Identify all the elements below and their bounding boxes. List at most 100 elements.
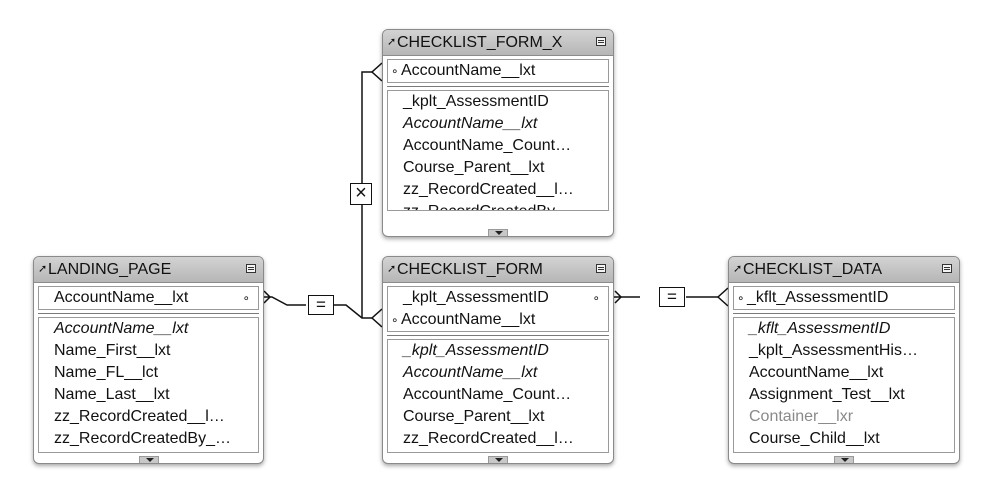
field-row[interactable]: Name_Last__lxt xyxy=(39,384,258,406)
table-title: CHECKLIST_FORM_X xyxy=(397,34,563,51)
scroll-down-icon[interactable] xyxy=(488,229,508,236)
field-row[interactable]: AccountName__lxt xyxy=(388,362,608,384)
key-dot-icon: ∘ xyxy=(391,313,399,327)
field-label: AccountName__lxt xyxy=(749,364,884,381)
field-row[interactable]: Course_Parent__lxt xyxy=(388,157,608,179)
rel-chevron-form xyxy=(614,290,623,304)
key-field-row[interactable]: _kplt_AssessmentID ∘ xyxy=(388,287,608,309)
crowfoot-form xyxy=(370,308,383,328)
key-field-row[interactable]: ∘_kflt_AssessmentID xyxy=(734,287,954,309)
field-row[interactable]: AccountName__lxt xyxy=(39,318,258,340)
relationship-equal-landing-form[interactable]: = xyxy=(308,295,334,315)
field-row[interactable]: AccountName_Count… xyxy=(388,384,608,406)
field-label: AccountName__lxt xyxy=(403,364,538,381)
field-row[interactable]: zz_RecordCreatedBy_… xyxy=(39,428,258,450)
field-row[interactable]: _kplt_AssessmentHis… xyxy=(734,340,954,362)
field-label: AccountName_Count… xyxy=(403,137,572,154)
field-row[interactable]: Name_First__lxt xyxy=(39,340,258,362)
table-occurrence-landing-page[interactable]: ➚ LANDING_PAGE AccountName__lxt ∘ Account… xyxy=(33,256,264,464)
field-list: _kplt_AssessmentID AccountName__lxt Acco… xyxy=(387,90,609,211)
arrow-icon[interactable]: ➚ xyxy=(387,36,397,48)
field-row[interactable]: _kplt_AssessmentID xyxy=(388,91,608,113)
field-list: _kflt_AssessmentID _kplt_AssessmentHis… … xyxy=(733,317,955,453)
field-row[interactable]: zz_RecordCreated__l… xyxy=(388,428,608,450)
field-row[interactable]: AccountName__lxt xyxy=(388,113,608,135)
table-occurrence-checklist-form[interactable]: ➚ CHECKLIST_FORM _kplt_AssessmentID∘ ∘Ac… xyxy=(382,256,614,464)
field-row[interactable]: zz_RecordCreatedBy_… xyxy=(388,201,608,210)
field-label: Course_Parent__lxt xyxy=(403,408,545,425)
arrow-icon[interactable]: ➚ xyxy=(733,263,743,275)
relationship-equal-form-data[interactable]: = xyxy=(659,287,685,307)
field-label: _kplt_AssessmentHis… xyxy=(749,342,918,359)
field-label: Course_Parent__lxt xyxy=(403,159,545,176)
field-row[interactable]: zz_RecordCreated__l… xyxy=(388,179,608,201)
field-label: AccountName__lxt xyxy=(401,62,536,79)
field-label: Name_First__lxt xyxy=(54,342,171,359)
table-title: LANDING_PAGE xyxy=(48,261,172,278)
table-header[interactable]: ➚ CHECKLIST_FORM xyxy=(383,257,613,283)
relationship-cartesian-form-formx[interactable]: × xyxy=(350,183,372,205)
collapse-icon[interactable] xyxy=(246,264,256,273)
divider xyxy=(387,335,609,336)
divider xyxy=(733,313,955,314)
table-occurrence-checklist-form-x[interactable]: ➚ CHECKLIST_FORM_X ∘AccountName__lxt _kp… xyxy=(382,29,614,237)
key-dot-icon: ∘ xyxy=(242,291,250,305)
field-label: _kplt_AssessmentID xyxy=(403,93,549,110)
field-label: zz_RecordCreated__l… xyxy=(403,181,574,198)
scroll-down-icon[interactable] xyxy=(488,456,508,463)
field-label: Container__lxr xyxy=(749,408,854,425)
field-label: AccountName__lxt xyxy=(54,289,189,306)
crowfoot-data xyxy=(716,287,729,307)
field-row[interactable]: Name_FL__lct xyxy=(39,362,258,384)
field-label: _kplt_AssessmentID xyxy=(403,289,549,306)
field-label: AccountName__lxt xyxy=(401,311,536,328)
field-list: AccountName__lxt Name_First__lxt Name_FL… xyxy=(38,317,259,453)
scroll-down-icon[interactable] xyxy=(138,456,159,463)
rel-line-landing-form-right xyxy=(334,304,372,319)
table-title: CHECKLIST_DATA xyxy=(743,261,882,278)
collapse-icon[interactable] xyxy=(942,264,952,273)
field-label: Assignment_Test__lxt xyxy=(749,386,905,403)
field-label: _kflt_AssessmentID xyxy=(749,320,891,337)
field-row[interactable]: Assignment_Test__lxt xyxy=(734,384,954,406)
scroll-down-icon[interactable] xyxy=(834,456,854,463)
field-row[interactable]: Course_Parent__lxt xyxy=(388,406,608,428)
key-dot-icon: ∘ xyxy=(391,64,399,78)
arrow-icon[interactable]: ➚ xyxy=(38,263,48,275)
key-fields: ∘AccountName__lxt xyxy=(387,59,609,83)
table-header[interactable]: ➚ LANDING_PAGE xyxy=(34,257,263,283)
rel-chevron-landing xyxy=(263,290,272,304)
field-row[interactable]: Container__lxr xyxy=(734,406,954,428)
field-row[interactable]: _kplt_AssessmentID xyxy=(388,340,608,362)
table-header[interactable]: ➚ CHECKLIST_DATA xyxy=(729,257,959,283)
table-header[interactable]: ➚ CHECKLIST_FORM_X xyxy=(383,30,613,56)
arrow-icon[interactable]: ➚ xyxy=(387,263,397,275)
field-label: AccountName__lxt xyxy=(403,115,538,132)
collapse-icon[interactable] xyxy=(596,264,606,273)
key-field-row[interactable]: ∘AccountName__lxt xyxy=(388,309,608,331)
rel-line-form-formx xyxy=(361,71,372,318)
field-label: zz_RecordCreatedBy_… xyxy=(54,430,231,447)
field-label: AccountName_Count… xyxy=(403,386,572,403)
field-label: _kflt_AssessmentID xyxy=(747,289,889,306)
key-dot-icon: ∘ xyxy=(592,291,600,305)
divider xyxy=(387,86,609,87)
field-row[interactable]: zz_RecordCreated__l… xyxy=(39,406,258,428)
key-field-row[interactable]: ∘AccountName__lxt xyxy=(388,60,608,82)
field-row[interactable]: AccountName__lxt xyxy=(734,362,954,384)
field-row[interactable]: _kflt_AssessmentID xyxy=(734,318,954,340)
key-fields: _kplt_AssessmentID∘ ∘AccountName__lxt xyxy=(387,286,609,332)
key-field-row[interactable]: AccountName__lxt ∘ xyxy=(39,287,258,309)
crowfoot-formx xyxy=(370,62,383,82)
field-label: zz_RecordCreated__l… xyxy=(54,408,225,425)
field-row[interactable]: Course_Child__lxt xyxy=(734,428,954,450)
table-occurrence-checklist-data[interactable]: ➚ CHECKLIST_DATA ∘_kflt_AssessmentID _kf… xyxy=(728,256,960,464)
key-dot-icon: ∘ xyxy=(737,291,745,305)
divider xyxy=(38,313,259,314)
key-fields: AccountName__lxt ∘ xyxy=(38,286,259,310)
field-row[interactable]: AccountName_Count… xyxy=(388,135,608,157)
field-label: zz_RecordCreated__l… xyxy=(403,430,574,447)
collapse-icon[interactable] xyxy=(596,37,606,46)
